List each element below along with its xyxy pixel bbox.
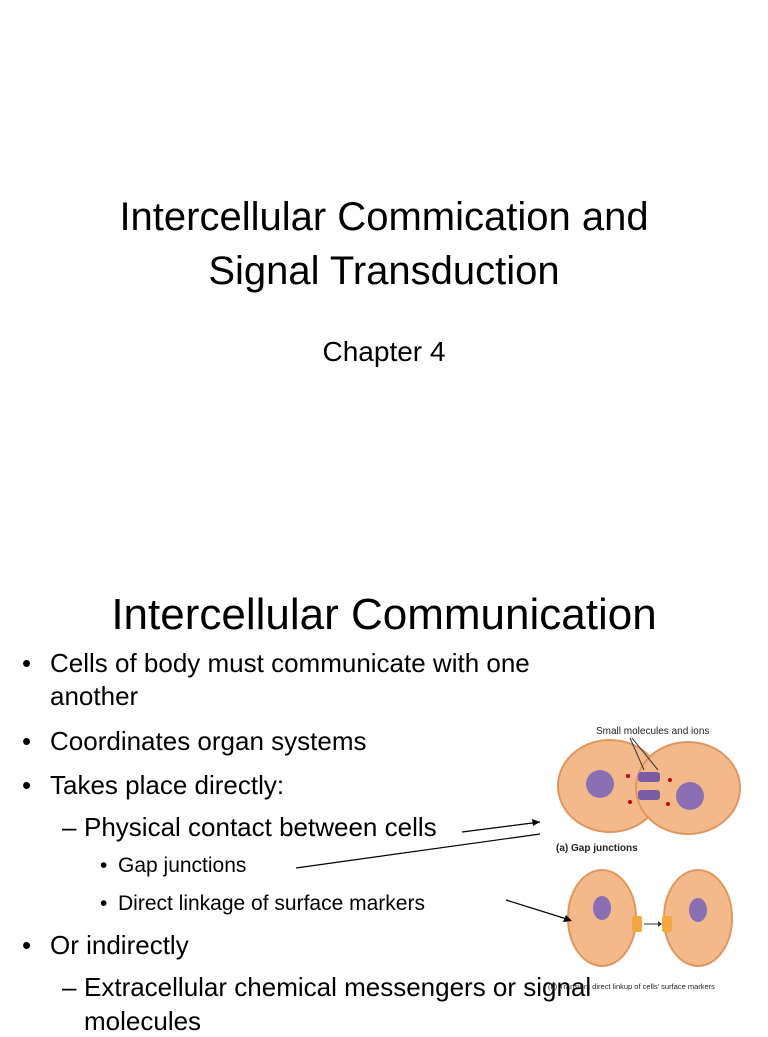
gap-junction-channel-icon — [638, 790, 660, 800]
cell-communication-figure: Small molecules and ions (a) Gap junctio… — [548, 726, 741, 991]
gap-junction-channel-icon — [638, 772, 660, 782]
caption-gap-junctions: (a) Gap junctions — [556, 843, 638, 854]
nucleus-icon — [586, 770, 614, 798]
arrowhead-icon — [658, 921, 662, 927]
ion-dot-icon — [628, 800, 632, 804]
ion-dot-icon — [666, 802, 670, 806]
bullet-marker: • — [100, 854, 108, 877]
content-slide: Intercellular Communication • Cells of b… — [0, 560, 768, 1036]
ion-dot-icon — [668, 778, 672, 782]
bullet-marker: • — [22, 770, 32, 800]
bullet-text: Extracellular chemical messengers or sig… — [84, 972, 592, 1002]
bullet-marker: • — [22, 726, 32, 756]
bullet-marker: • — [22, 930, 32, 960]
bullet-marker: – — [62, 972, 77, 1002]
connector-arrow — [461, 821, 541, 833]
bullet-marker: • — [100, 892, 108, 915]
title-slide: Intercellular Commication and Signal Tra… — [0, 190, 768, 367]
title-line-1: Intercellular Commication and — [119, 195, 649, 239]
bullet-text: Or indirectly — [50, 930, 189, 960]
figure-label-small-molecules: Small molecules and ions — [596, 726, 709, 737]
bullet-text: Coordinates organ systems — [50, 726, 367, 756]
slide-subtitle: Chapter 4 — [322, 336, 446, 367]
bullet-text: Cells of body must communicate with one — [50, 648, 530, 678]
bullet-text: Gap junctions — [118, 854, 247, 877]
bullet-text: Takes place directly: — [50, 770, 285, 800]
pointer-line — [631, 737, 659, 771]
nucleus-icon — [689, 898, 707, 922]
surface-marker-icon — [662, 916, 672, 932]
surface-marker-icon — [632, 916, 642, 932]
bullet-text: Physical contact between cells — [84, 812, 437, 842]
caption-surface-markers: (b) Transient direct linkup of cells' su… — [548, 982, 715, 991]
slide-heading: Intercellular Communication — [111, 590, 657, 639]
nucleus-icon — [676, 782, 704, 810]
pointer-line — [629, 737, 645, 771]
bullet-text: another — [50, 681, 139, 711]
ion-dot-icon — [626, 774, 630, 778]
title-line-2: Signal Transduction — [208, 249, 560, 293]
bullet-text: molecules — [84, 1006, 202, 1036]
nucleus-icon — [593, 896, 611, 920]
bullet-text: Direct linkage of surface markers — [118, 892, 425, 915]
bullet-marker: – — [62, 812, 77, 842]
bullet-marker: • — [22, 648, 32, 678]
arrowhead-icon — [532, 819, 540, 826]
slide-title: Intercellular Commication and Signal Tra… — [0, 190, 768, 298]
